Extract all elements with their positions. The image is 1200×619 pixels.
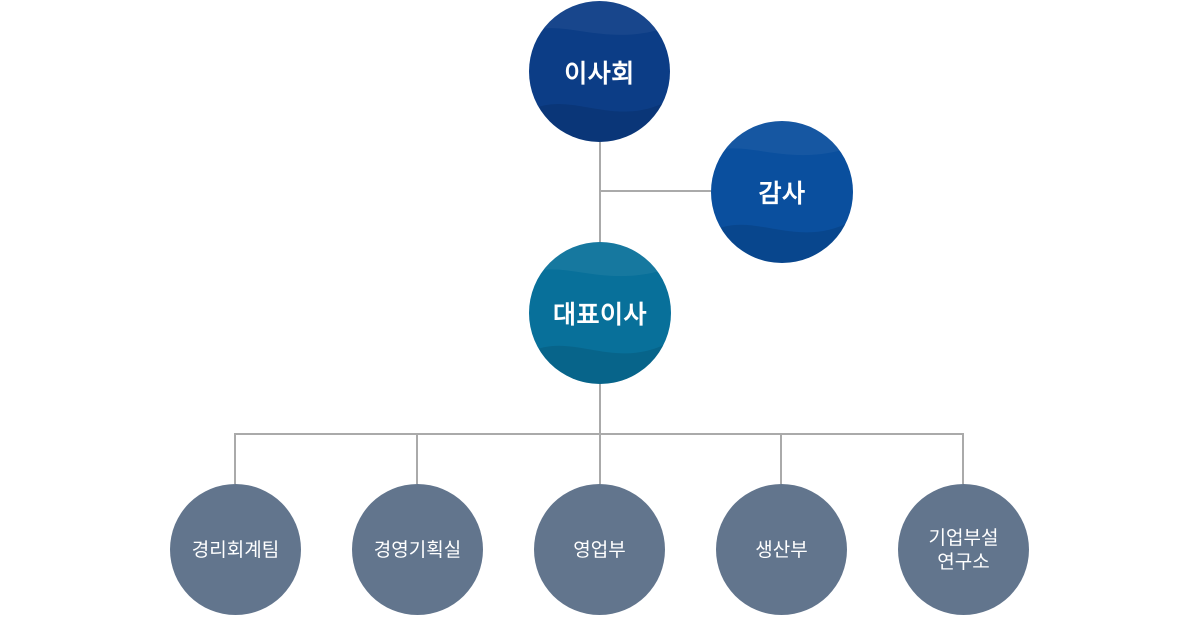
department-node-research: 기업부설 연구소 (898, 484, 1029, 615)
department-label: 경리회계팀 (191, 538, 280, 561)
department-label: 영업부 (573, 538, 626, 561)
board-label: 이사회 (564, 58, 635, 88)
department-label: 기업부설 연구소 (928, 526, 999, 573)
ceo-label: 대표이사 (552, 300, 647, 329)
department-node-production: 생산부 (716, 484, 847, 615)
department-label: 생산부 (755, 538, 808, 561)
ceo-node: 대표이사 (529, 242, 671, 384)
audit-node: 감사 (711, 121, 853, 263)
audit-label: 감사 (758, 179, 806, 208)
department-node-sales: 영업부 (534, 484, 665, 615)
department-node-planning: 경영기획실 (352, 484, 483, 615)
department-label: 경영기획실 (373, 538, 462, 561)
board-node: 이사회 (529, 1, 670, 142)
wave-decoration (529, 1, 670, 142)
department-node-accounting: 경리회계팀 (170, 484, 301, 615)
wave-decoration (711, 121, 853, 263)
wave-decoration (529, 242, 671, 384)
